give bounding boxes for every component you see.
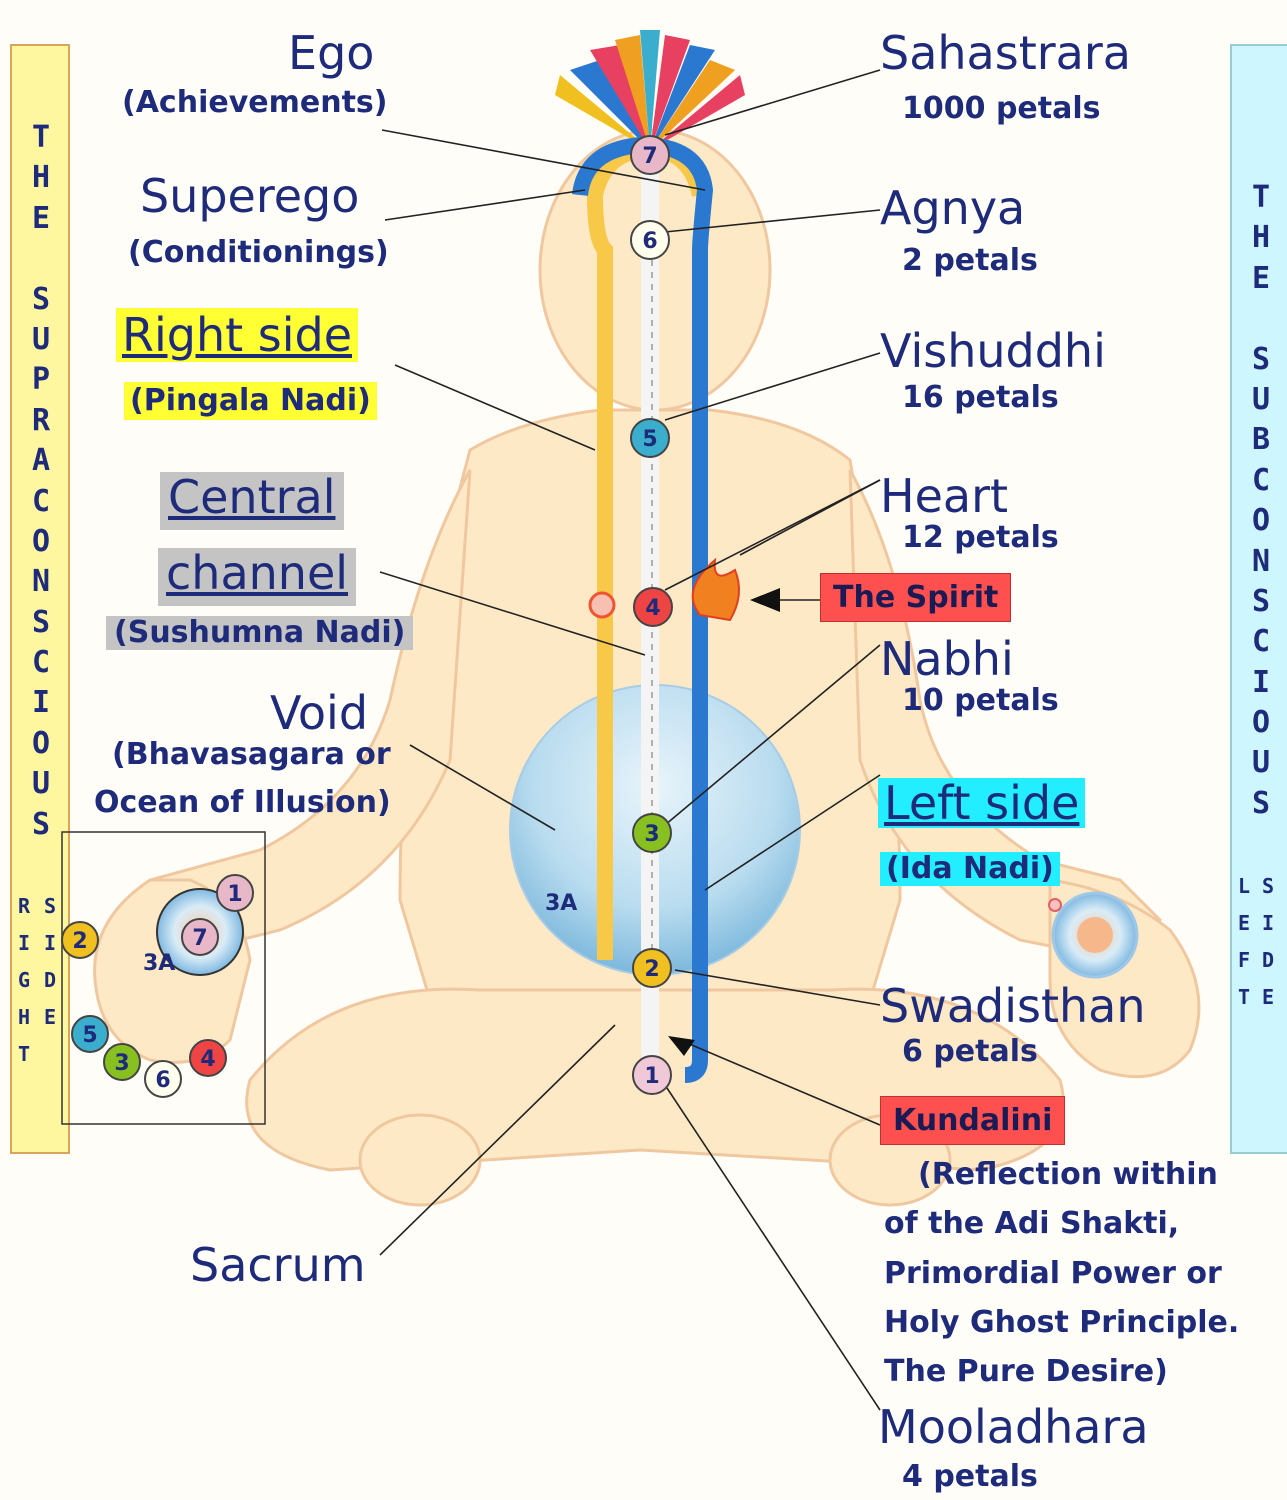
- kundalini-desc-3: Primordial Power or: [884, 1259, 1222, 1289]
- sahastrara-label: Sahastrara: [880, 30, 1131, 76]
- void-3a-label: 3A: [545, 891, 577, 916]
- kundalini-desc-1: (Reflection within: [918, 1160, 1218, 1190]
- superego-sub: (Conditionings): [128, 238, 389, 268]
- central-channel-sub: (Sushumna Nadi): [106, 616, 413, 650]
- hand-point-number: 4: [200, 1047, 215, 1072]
- hand-point-2: 2: [62, 922, 98, 958]
- right-side-sub: (Pingala Nadi): [124, 382, 377, 420]
- hand-point-number: 2: [72, 929, 87, 954]
- chakra-number: 7: [642, 144, 657, 169]
- chakra-4: 4: [634, 588, 672, 626]
- hand-point-number: 3: [114, 1051, 129, 1076]
- nabhi-label: Nabhi: [880, 636, 1014, 682]
- hand-point-1: 1: [217, 875, 253, 911]
- hand-point-number: 5: [82, 1023, 97, 1048]
- chakra-number: 6: [642, 229, 657, 254]
- kundalini-desc-2: of the Adi Shakti,: [884, 1209, 1179, 1239]
- ego-label: Ego: [288, 30, 374, 76]
- kundalini-label: Kundalini: [880, 1096, 1065, 1145]
- spirit-label: The Spirit: [820, 573, 1011, 622]
- heart-sub: 12 petals: [902, 523, 1059, 553]
- vishuddhi-sub: 16 petals: [902, 383, 1059, 413]
- hand-point-4: 4: [190, 1040, 226, 1076]
- chakra-number: 1: [644, 1064, 659, 1089]
- chakra-3: 3: [633, 814, 671, 852]
- sacrum-label: Sacrum: [190, 1242, 366, 1288]
- void-label: Void: [270, 690, 368, 736]
- void-sub-1: (Bhavasagara or: [112, 740, 391, 770]
- mooladhara-label: Mooladhara: [878, 1404, 1149, 1450]
- swadisthan-label: Swadisthan: [880, 983, 1146, 1029]
- hand-point-number: 1: [227, 882, 242, 907]
- chakra-number: 2: [644, 957, 659, 982]
- chakra-1: 1: [633, 1056, 671, 1094]
- chakra-number: 3: [644, 822, 659, 847]
- chakra-number: 4: [645, 596, 660, 621]
- agnya-sub: 2 petals: [902, 246, 1038, 276]
- agnya-label: Agnya: [880, 185, 1025, 231]
- superego-label: Superego: [140, 173, 359, 219]
- left-side-label: Left side: [878, 778, 1085, 828]
- heart-label: Heart: [880, 473, 1008, 519]
- hand-point-number: 7: [192, 926, 207, 951]
- hand-point-5: 5: [72, 1016, 108, 1052]
- chakra-6: 6: [631, 221, 669, 259]
- chakra-2: 2: [633, 949, 671, 987]
- kundalini-desc-4: Holy Ghost Principle.: [884, 1308, 1239, 1338]
- ego-sub: (Achievements): [122, 88, 387, 118]
- nabhi-sub: 10 petals: [902, 686, 1059, 716]
- hand-3a-label: 3A: [143, 951, 175, 976]
- void-sub-2: Ocean of Illusion): [94, 788, 391, 818]
- right-side-label: Right side: [116, 308, 358, 362]
- sahastrara-sub: 1000 petals: [902, 94, 1101, 124]
- chakra-5: 5: [631, 419, 669, 457]
- central-channel-label-2: channel: [158, 548, 356, 606]
- chakra-number: 5: [642, 427, 657, 452]
- hand-point-7: 7: [182, 919, 218, 955]
- chakra-7: 7: [631, 136, 669, 174]
- swadisthan-sub: 6 petals: [902, 1037, 1038, 1067]
- mooladhara-sub: 4 petals: [902, 1462, 1038, 1492]
- hand-point-6: 6: [145, 1061, 181, 1097]
- left-side-sub: (Ida Nadi): [880, 852, 1060, 886]
- kundalini-desc-5: The Pure Desire): [884, 1357, 1168, 1387]
- vishuddhi-label: Vishuddhi: [880, 328, 1106, 374]
- hand-point-3: 3: [104, 1044, 140, 1080]
- central-channel-label-1: Central: [160, 472, 344, 530]
- hand-point-number: 6: [155, 1068, 170, 1093]
- sahastrara-petals: [555, 30, 745, 150]
